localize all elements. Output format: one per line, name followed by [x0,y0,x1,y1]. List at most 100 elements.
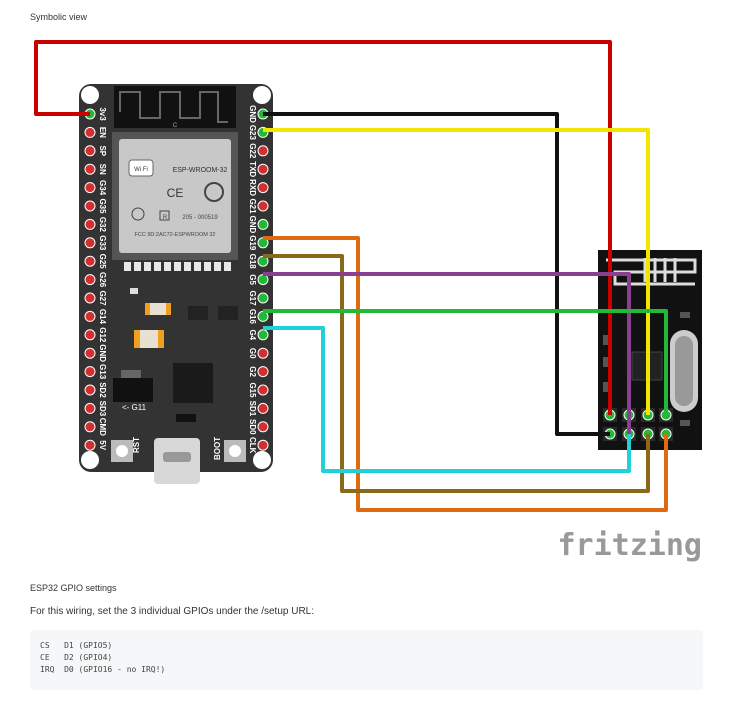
wire-sck [263,236,668,512]
board-pin [84,200,96,212]
diagram-caption: Symbolic view [30,12,88,22]
code-line: IRQ D0 (GPIO16 - no IRQ!) [40,665,166,674]
board-pin [84,126,96,138]
pin-label: GND [248,105,257,123]
cert-number: 205 - 000519 [182,215,218,221]
board-pin [84,384,96,396]
board-pin [257,329,269,341]
right-pin-header: GNDG23G22TXDRXDG21GNDG19G18G5G17G16G4G0G… [248,105,269,454]
board-pin [84,292,96,304]
board-pin [257,145,269,157]
board-pin [257,182,269,194]
mount-hole [81,86,99,104]
pin-label: CLK [248,437,257,454]
pin-label: G17 [248,290,257,306]
pin-label: G2 [248,366,257,377]
pin-label: GND [248,216,257,234]
board-pin [257,384,269,396]
pin-label: G34 [98,180,107,196]
antenna-trace [119,91,228,123]
usb-chip [173,363,213,403]
boot-label: BOOT [213,437,222,460]
pin-label: G32 [98,217,107,233]
wire-irq [263,326,631,473]
pin-label: G26 [98,272,107,288]
board-pin [84,274,96,286]
pin-label: G35 [98,198,107,214]
pin-label: G15 [248,382,257,398]
settings-intro: For this wiring, set the 3 individual GP… [30,606,315,617]
mount-hole [253,451,271,469]
code-block: CS D1 (GPIO5) CE D2 (GPIO4) IRQ D0 (GPIO… [30,630,703,690]
pin-label: G12 [98,327,107,343]
pin-label: G5 [248,274,257,285]
espressif-icon [204,182,224,202]
wire-vcc [34,40,612,415]
board-pin [84,218,96,230]
wire-miso [263,254,650,493]
pin-label: 3v3 [98,107,107,121]
board-pin [84,310,96,322]
pin-label: 5V [98,440,107,450]
board-pin [84,182,96,194]
board-pin [84,163,96,175]
ce-mark: CE [167,186,184,200]
pin-label: SP [98,145,107,156]
pin-label: G0 [248,348,257,359]
g11-label: <- G11 [122,403,147,412]
left-pin-header: 3v3ENSPSNG34G35G32G33G25G26G27G14G12GNDG… [84,107,107,451]
pin-label: CMD [98,418,107,436]
board-pin [84,329,96,341]
wifi-label: Wi Fi [134,167,148,173]
board-pin [257,366,269,378]
pin-label: G4 [248,329,257,340]
code-line: CS D1 (GPIO5) [40,641,113,650]
board-pin [84,366,96,378]
board-pin [257,163,269,175]
pin-label: G23 [248,125,257,141]
svg-text:R: R [163,215,168,221]
wiring-diagram: C Wi Fi ESP-WROOM-32 CE R 205 - 000519 F… [34,40,702,563]
mount-hole [253,86,271,104]
settings-title: ESP32 GPIO settings [30,583,117,593]
pin-label: SD0 [248,419,257,435]
board-pin [84,439,96,451]
pin-label: G16 [248,309,257,325]
pin-label: SD2 [98,382,107,398]
board-pin [84,421,96,433]
board-pin [257,200,269,212]
board-pin [257,439,269,451]
mount-hole [81,451,99,469]
board-pin [257,402,269,414]
wifi-icon [128,159,154,177]
fcc-label: FCC 9D:2AC72-ESPWROOM 32 [135,232,216,238]
rst-label: RST [132,437,141,453]
board-pin [257,218,269,230]
board-pin [257,292,269,304]
wires [34,40,668,512]
board-pin [257,347,269,359]
pin-label: G14 [98,309,107,325]
recycle-icon [131,207,145,221]
pin-label: G27 [98,290,107,306]
pin-label: TXD [248,161,257,177]
board-pin [84,145,96,157]
pin-label: G13 [98,364,107,380]
board-pin [257,421,269,433]
wire-ce [263,309,668,415]
pin-label: GND [98,344,107,362]
pin-label: SN [98,164,107,175]
board-pin [84,402,96,414]
module-brand: ESP-WROOM-32 [173,167,228,174]
board-pin [84,347,96,359]
board-pin [84,237,96,249]
svg-text:C: C [173,123,178,129]
board-pin [84,255,96,267]
code-line: CE D2 (GPIO4) [40,653,113,662]
pin-label: G22 [248,143,257,159]
pin-label: G21 [248,198,257,214]
pin-label: SD3 [98,401,107,417]
pin-label: EN [98,127,107,138]
board-pin [257,274,269,286]
pin-label: G33 [98,235,107,251]
